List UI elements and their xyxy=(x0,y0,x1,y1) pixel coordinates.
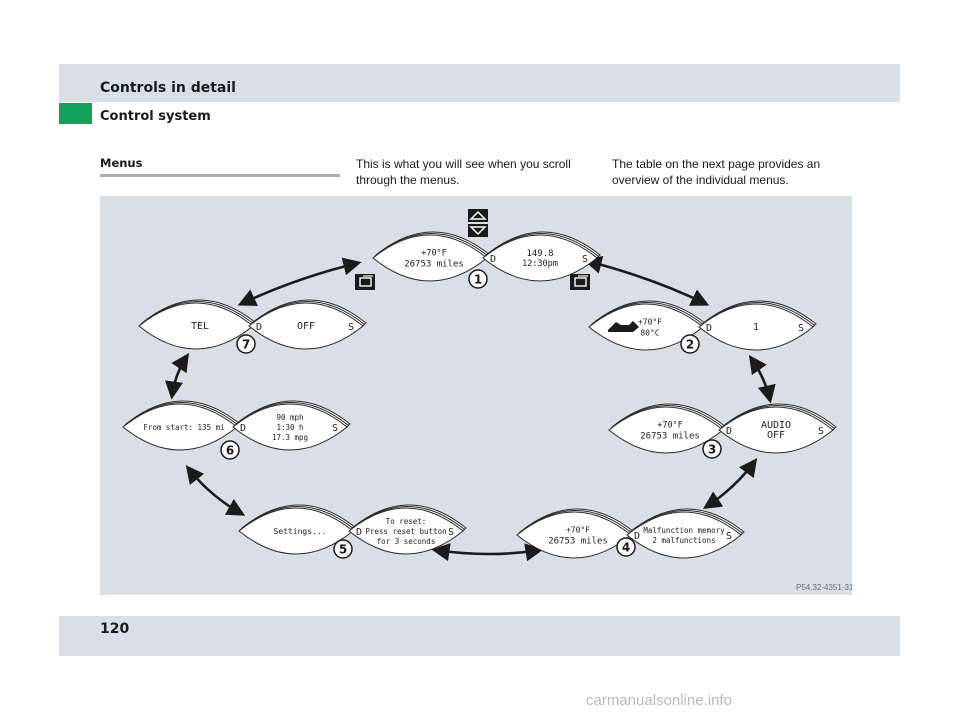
menu-3-letter-s: S xyxy=(818,426,824,437)
menu-number-5: 5 xyxy=(339,543,347,557)
menu-6-right-line-1: 1:30 h xyxy=(276,423,303,432)
section-color-tab xyxy=(59,103,92,124)
header-band xyxy=(59,64,900,102)
menu-2-letter-s: S xyxy=(798,323,804,334)
menu-7-left-line-0: TEL xyxy=(191,321,209,332)
menu-6-letter-s: S xyxy=(332,423,338,434)
menu-2-letter-d: D xyxy=(706,323,712,334)
menu-4-left-line-0: +70°F xyxy=(566,526,590,535)
menu-number-circle-2 xyxy=(680,334,700,354)
menu-number-4: 4 xyxy=(622,541,630,555)
menu-4-letter-s: S xyxy=(726,531,732,542)
menu-3-letter-d: D xyxy=(726,426,732,437)
menu-number-circle-1 xyxy=(468,269,488,289)
menu-4-right-line-1: 2 malfunctions xyxy=(652,536,715,545)
arrow-6-7 xyxy=(164,352,190,400)
menu-1-letter-d: D xyxy=(490,254,496,265)
menu-number-3: 3 xyxy=(708,443,716,457)
menu-2-left-line-1: 80°C xyxy=(640,329,659,338)
figure-code: P54.32-4351-31 xyxy=(796,583,852,592)
arrow-3-4 xyxy=(702,458,758,509)
menu-4-left-line-1: 26753 miles xyxy=(548,537,608,547)
menu-5-letter-d: D xyxy=(356,527,362,538)
menu-4-right-line-0: Malfunction memory xyxy=(643,526,725,535)
menu-number-circle-7 xyxy=(236,334,256,354)
menu-3-left-line-1: 26753 miles xyxy=(640,432,700,442)
arrow-2-3 xyxy=(748,355,776,404)
watermark: carmanualsonline.info xyxy=(586,692,732,709)
menu-7-letter-d: D xyxy=(256,322,262,333)
arrow-4-5 xyxy=(431,543,544,562)
menu-3-right-line-0: AUDIO xyxy=(761,420,791,431)
menu-5-right-line-0: To reset: xyxy=(386,517,427,526)
menu-number-circle-4 xyxy=(616,537,636,557)
menu-6-letter-d: D xyxy=(240,423,246,434)
menu-number-1: 1 xyxy=(474,273,482,287)
menu-5-letter-s: S xyxy=(448,527,454,538)
menu-3-right-line-1: OFF xyxy=(767,430,785,441)
oil-temperature-icon xyxy=(608,321,639,332)
page-number: 120 xyxy=(100,621,130,637)
menu-4-letter-d: D xyxy=(634,531,640,542)
overview-text: The table on the next page provides an o… xyxy=(612,157,821,187)
scroll-up-icon xyxy=(468,209,488,222)
page-right-icon xyxy=(570,274,590,290)
menu-6-right-line-2: 17.3 mpg xyxy=(272,433,308,442)
menu-number-circle-3 xyxy=(702,439,722,459)
footer-band xyxy=(59,616,900,656)
page-title: Controls in detail xyxy=(100,80,236,96)
menu-display-5: Settings... D S To reset:Press reset button… xyxy=(238,504,467,559)
section-rule xyxy=(100,174,340,177)
menu-display-7: TEL D S OFF 7 xyxy=(138,299,367,354)
menu-1-left-line-0: +70°F xyxy=(421,249,447,259)
arrow-5-6 xyxy=(185,465,246,516)
arrow-1-7 xyxy=(237,257,362,307)
scroll-down-icon xyxy=(468,224,488,237)
menu-2-right-line-0: 1 xyxy=(753,322,759,333)
page-subtitle: Control system xyxy=(100,109,211,124)
menu-number-2: 2 xyxy=(686,338,694,352)
arrow-1-2 xyxy=(583,255,710,306)
menu-3-left-line-0: +70°F xyxy=(657,421,683,431)
menu-1-right-line-1: 12:30pm xyxy=(522,259,558,269)
menu-7-letter-s: S xyxy=(348,322,354,333)
menu-number-6: 6 xyxy=(226,444,234,458)
menu-5-right-line-2: for 3 seconds xyxy=(377,537,436,546)
menu-5-right-line-1: Press reset button xyxy=(365,527,446,536)
menu-number-circle-5 xyxy=(333,539,353,559)
menu-6-left-line-0: From start: 135 mi xyxy=(143,423,224,432)
menu-number-circle-6 xyxy=(220,440,240,460)
menu-number-7: 7 xyxy=(242,338,250,352)
menu-1-left-line-1: 26753 miles xyxy=(404,260,464,270)
menu-1-letter-s: S xyxy=(582,254,588,265)
menu-6-right-line-0: 90 mph xyxy=(276,413,303,422)
menu-7-right-line-0: OFF xyxy=(297,321,315,332)
page-left-icon xyxy=(355,274,375,290)
menu-2-left-line-0: +70°F xyxy=(638,318,662,327)
menu-1-right-line-0: 149.8 xyxy=(526,249,553,259)
section-label: Menus xyxy=(100,156,143,170)
intro-text: This is what you will see when you scrol… xyxy=(356,157,571,187)
menu-display-2: +70°F 80°C D S 1 2 xyxy=(588,300,817,354)
menu-5-left-line-0: Settings... xyxy=(274,527,327,536)
